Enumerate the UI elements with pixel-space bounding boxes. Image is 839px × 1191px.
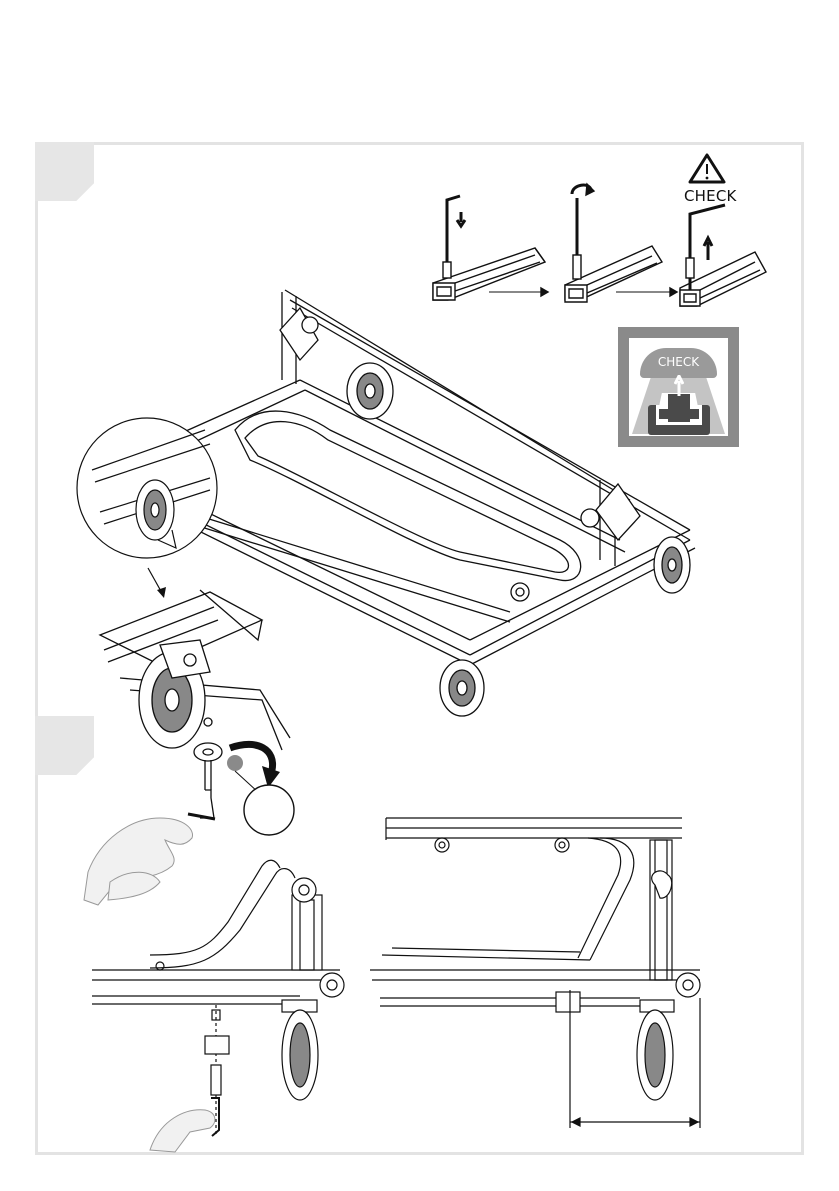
arrow-up-icon bbox=[704, 238, 712, 260]
check-dome: CHECK bbox=[640, 348, 717, 378]
check-key bbox=[668, 394, 690, 422]
warning-triangle-icon bbox=[690, 155, 724, 182]
wheel-detail-zoom bbox=[100, 590, 290, 819]
hand-illustration-2 bbox=[150, 1110, 215, 1152]
arrow-up-icon bbox=[674, 375, 684, 397]
hand-illustration-1 bbox=[84, 818, 193, 905]
profile-step-3 bbox=[680, 205, 766, 306]
bottom-left-detail bbox=[92, 860, 344, 1136]
check-detail-box: CHECK bbox=[618, 327, 739, 447]
rotation-indicator bbox=[227, 744, 294, 835]
warning-check-label: CHECK bbox=[684, 187, 737, 205]
wheel-front bbox=[440, 660, 484, 716]
wheel-rear bbox=[347, 363, 393, 419]
arrow-down-icon bbox=[457, 212, 465, 226]
profile-step-2 bbox=[565, 184, 662, 302]
bottom-right-detail bbox=[370, 818, 700, 1128]
profile-step-1 bbox=[433, 196, 545, 300]
detail-magnifier bbox=[77, 418, 217, 558]
wheel-right bbox=[654, 537, 690, 593]
detail-check-label: CHECK bbox=[640, 355, 717, 369]
